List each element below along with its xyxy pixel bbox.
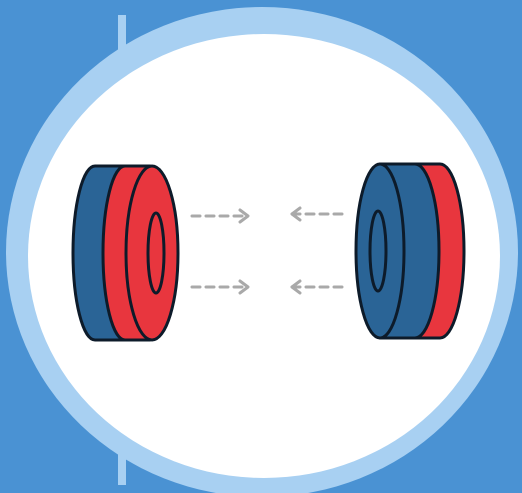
right-magnet [356, 164, 464, 338]
left-magnet-hole [148, 213, 164, 293]
left-magnet [73, 166, 178, 340]
right-magnet-hole [370, 211, 386, 291]
